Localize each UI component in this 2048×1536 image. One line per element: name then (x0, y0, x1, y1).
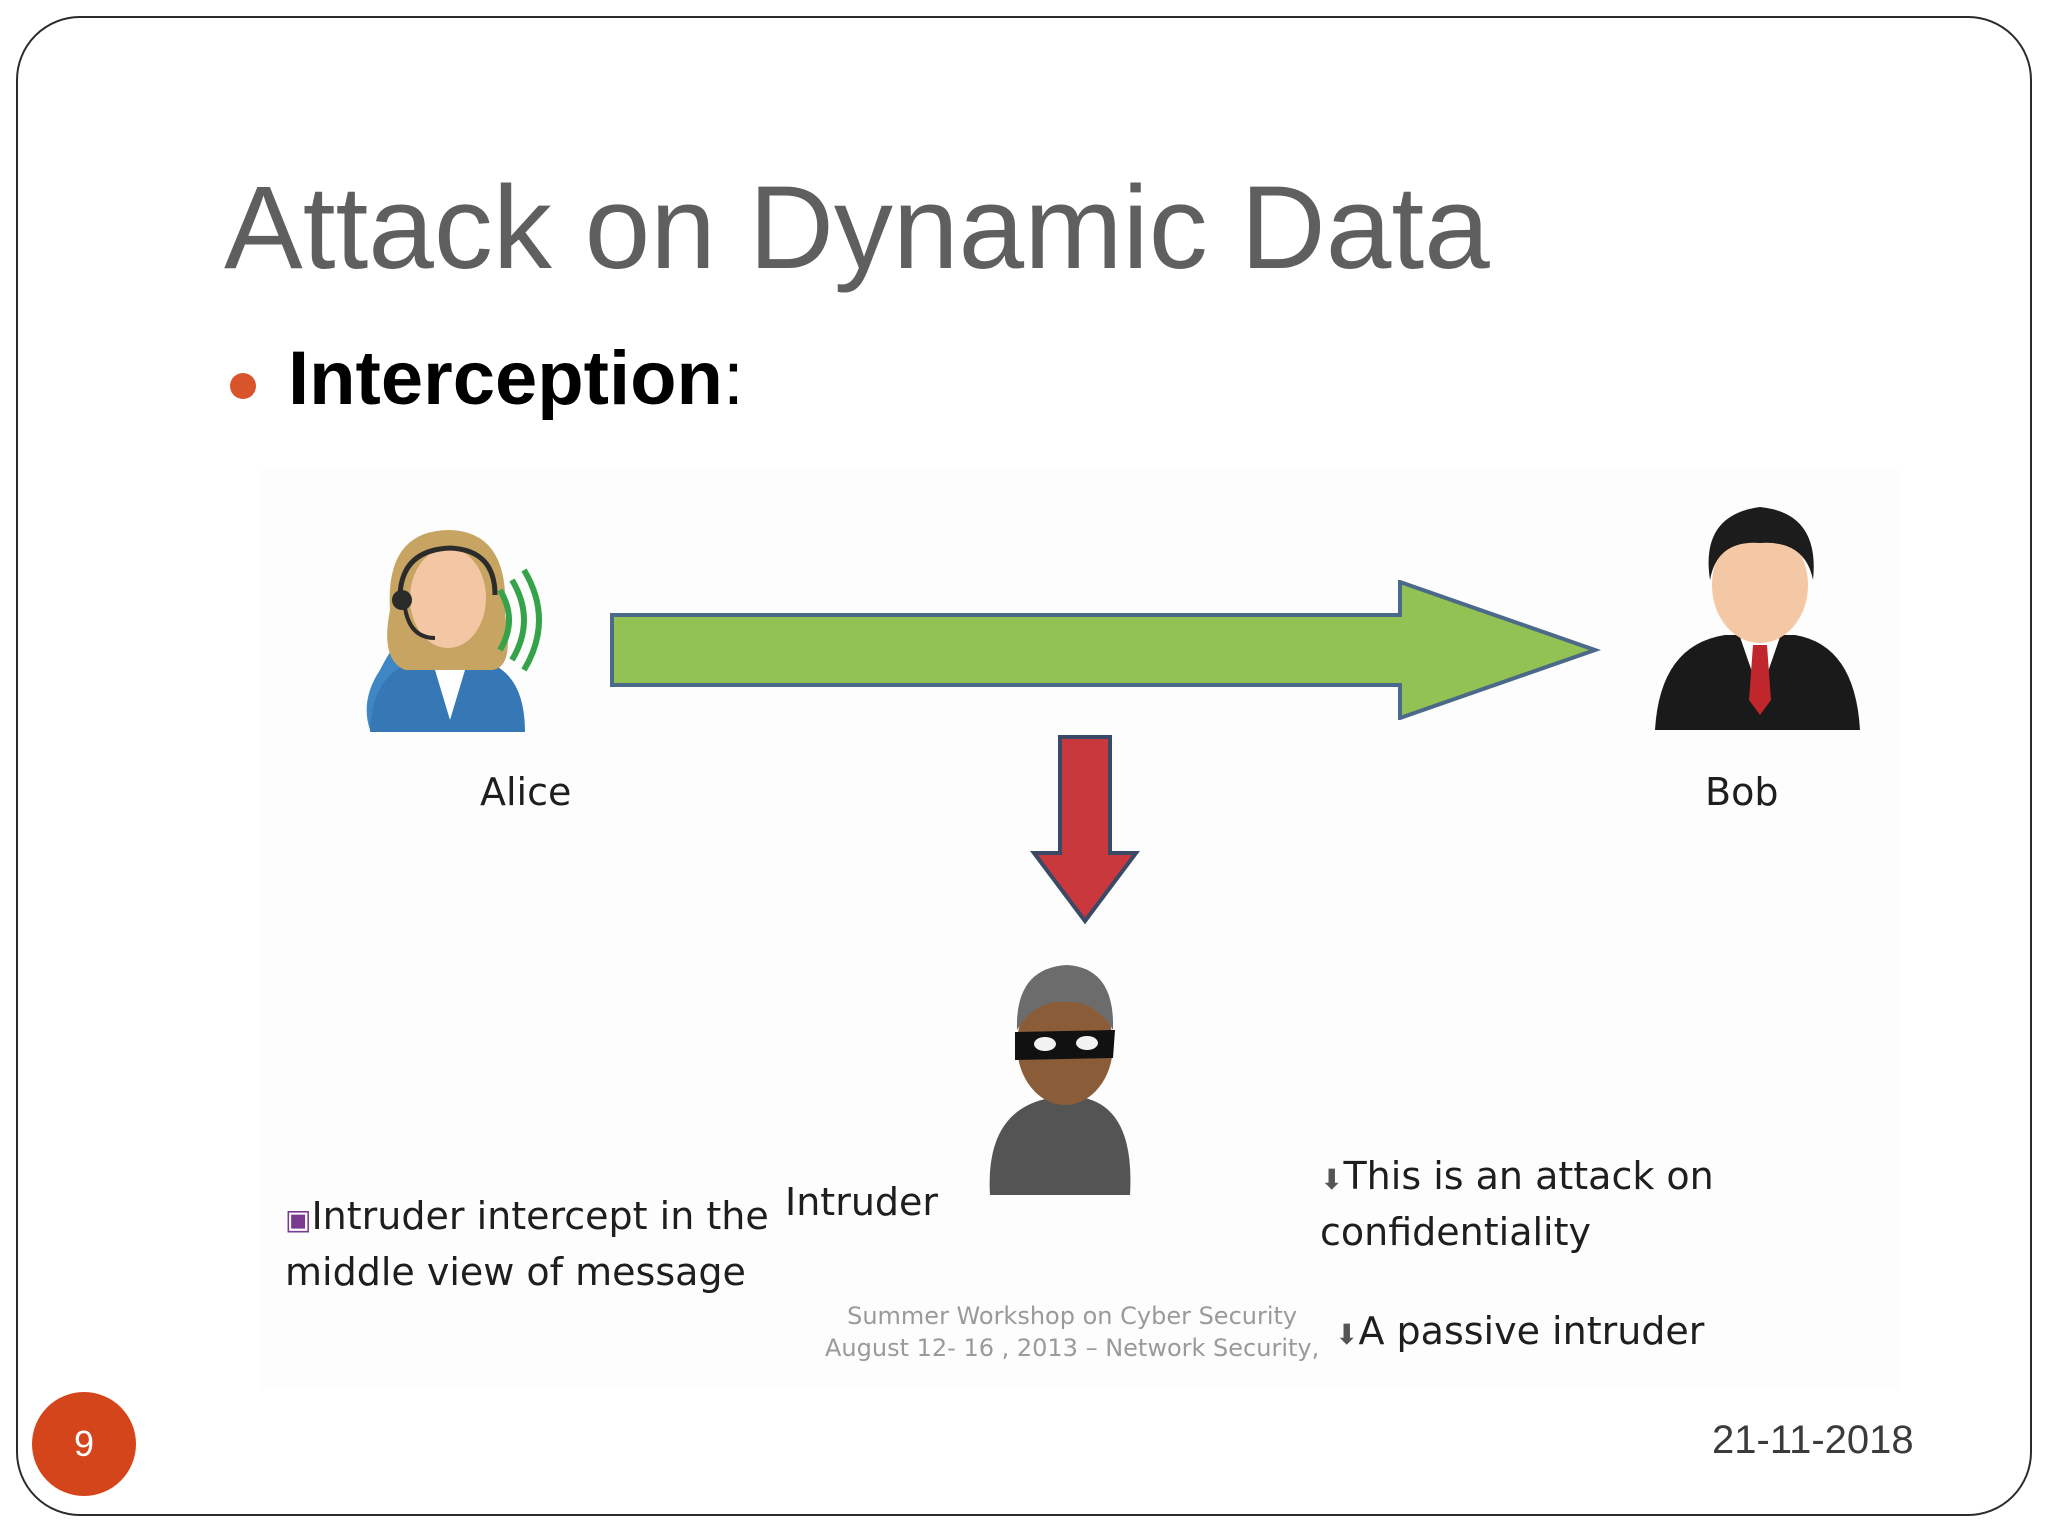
bullet-rest: : (722, 336, 745, 421)
alice-headset-icon (366, 530, 542, 732)
page-number-badge: 9 (32, 1392, 136, 1496)
interception-diagram: Alice Bob Intruder ▣Intruder intercept i… (260, 470, 1900, 1390)
right-note-1: ⬇This is an attack on confidentiality (1320, 1150, 1714, 1258)
alice-label: Alice (480, 770, 572, 814)
down-arrow-marker-icon: ⬇ (1335, 1318, 1359, 1351)
bob-businessman-icon (1655, 507, 1860, 730)
left-note-line2: middle view of message (285, 1250, 746, 1294)
bob-label: Bob (1705, 770, 1779, 814)
bullet-dot-icon (230, 373, 256, 399)
workshop-credit: Summer Workshop on Cyber Security August… (825, 1300, 1319, 1364)
right-note1-line2: confidentiality (1320, 1210, 1591, 1254)
bullet-strong: Interception (288, 336, 723, 421)
right-note1-line1: This is an attack on (1343, 1154, 1714, 1198)
credit-line1: Summer Workshop on Cyber Security (847, 1302, 1298, 1330)
slide-title: Attack on Dynamic Data (224, 162, 1490, 294)
red-arrow-icon (1030, 735, 1140, 925)
right-note-2: ⬇A passive intruder (1335, 1305, 1704, 1361)
slide-date: 21-11-2018 (1712, 1418, 1914, 1462)
green-arrow-icon (610, 580, 1602, 720)
down-arrow-marker-icon: ⬇ (1320, 1163, 1344, 1196)
left-note: ▣Intruder intercept in the middle view o… (285, 1190, 769, 1298)
left-note-line1: Intruder intercept in the (311, 1194, 769, 1238)
bullet-text: Interception: (288, 335, 744, 422)
intruder-label: Intruder (785, 1180, 939, 1224)
right-note2-text: A passive intruder (1358, 1309, 1705, 1353)
note-marker-icon: ▣ (285, 1203, 312, 1236)
credit-line2: August 12- 16 , 2013 – Network Security, (825, 1334, 1320, 1362)
intruder-masked-icon (989, 965, 1131, 1195)
